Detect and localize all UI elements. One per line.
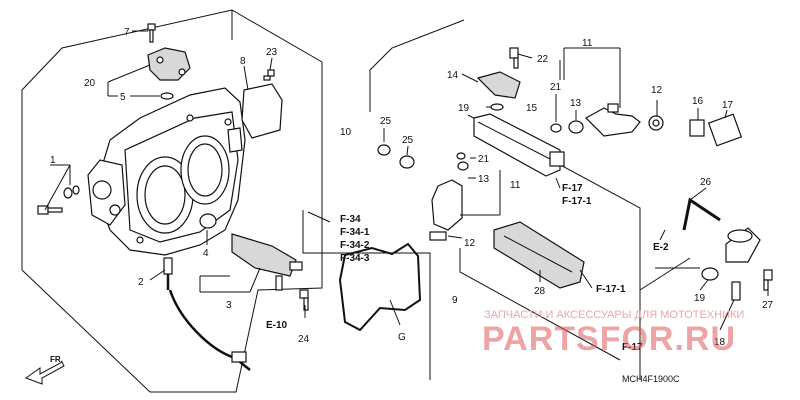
part-labels: 1 7 20 5 8 23 10 4 3 2 24 9 G 25 25 14 2… <box>50 27 774 348</box>
label-1: 1 <box>50 155 56 166</box>
ref-f17b: F-17 <box>622 342 643 353</box>
label-14: 14 <box>447 70 459 81</box>
ref-f17-1b: F-17-1 <box>596 284 626 295</box>
label-2: 2 <box>138 277 144 288</box>
label-19a: 19 <box>458 103 470 114</box>
ref-f34-2: F-34-2 <box>340 240 370 251</box>
diagram-code: MCH4F1900C <box>622 374 680 384</box>
label-13b: 13 <box>478 174 490 185</box>
reference-labels: F-34 F-34-1 F-34-2 F-34-3 F-17 F-17-1 F-… <box>24 183 669 385</box>
label-20: 20 <box>84 78 96 89</box>
label-3: 3 <box>226 300 232 311</box>
ref-f17-1a: F-17-1 <box>562 196 592 207</box>
label-15: 15 <box>526 103 538 114</box>
injector-lower <box>429 152 469 241</box>
label-9: 9 <box>452 295 458 306</box>
label-18: 18 <box>714 337 726 348</box>
pressure-regulator <box>682 197 773 301</box>
ref-f34-3: F-34-3 <box>340 253 370 264</box>
label-5: 5 <box>120 92 126 103</box>
label-4: 4 <box>203 248 209 259</box>
label-12a: 12 <box>651 85 663 96</box>
ref-e10: E-10 <box>266 320 288 331</box>
label-21a: 21 <box>550 82 562 93</box>
label-21b: 21 <box>478 154 490 165</box>
label-16: 16 <box>692 96 704 107</box>
front-arrow-icon <box>24 361 65 385</box>
label-g: G <box>398 332 406 343</box>
label-12b: 12 <box>464 238 476 249</box>
label-7: 7 <box>124 27 130 38</box>
ref-f34: F-34 <box>340 214 361 225</box>
watermark: ЗАПЧАСТИ И АКСЕССУАРЫ ДЛЯ МОТОТЕХНИКИ PA… <box>482 309 744 358</box>
label-25b: 25 <box>402 135 414 146</box>
label-13a: 13 <box>570 98 582 109</box>
ref-f17a: F-17 <box>562 183 583 194</box>
label-11b: 11 <box>510 180 521 191</box>
label-26: 26 <box>700 177 712 188</box>
gasket <box>338 242 422 332</box>
label-22: 22 <box>537 54 549 65</box>
label-25a: 25 <box>380 116 392 127</box>
throttle-body <box>87 87 246 256</box>
label-27: 27 <box>762 300 774 311</box>
grommets-25 <box>377 144 415 169</box>
fuel-rail-lower <box>493 221 585 289</box>
watermark-subtitle: ЗАПЧАСТИ И АКСЕССУАРЫ ДЛЯ МОТОТЕХНИКИ <box>484 309 744 321</box>
idle-valve-3 <box>163 213 309 371</box>
watermark-brand: PARTSFOR.RU <box>482 320 736 358</box>
label-23: 23 <box>266 47 278 58</box>
screw-1 <box>37 185 80 215</box>
label-10: 10 <box>340 127 352 138</box>
label-28: 28 <box>534 286 546 297</box>
label-11a: 11 <box>582 38 593 49</box>
sensor-20 <box>147 23 191 100</box>
leader-lines <box>44 30 769 331</box>
injector-upper <box>550 103 664 137</box>
label-19b: 19 <box>694 293 706 304</box>
bracket-8 <box>241 69 283 139</box>
label-24: 24 <box>298 334 310 345</box>
fuel-rail-upper <box>473 47 565 177</box>
label-17: 17 <box>722 100 734 111</box>
ref-fr: FR. <box>50 355 63 364</box>
ref-arrows <box>307 177 666 289</box>
caps-16-17 <box>689 113 743 147</box>
ref-e2: E-2 <box>653 242 669 253</box>
label-8: 8 <box>240 56 246 67</box>
ref-f34-1: F-34-1 <box>340 227 370 238</box>
